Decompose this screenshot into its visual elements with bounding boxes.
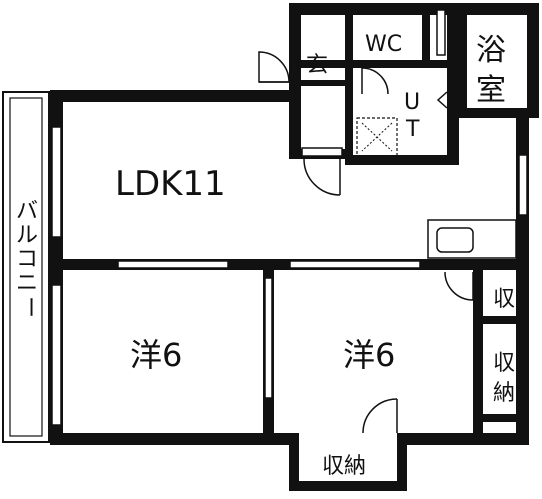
room-label-bath-1: 浴 (476, 33, 506, 68)
svg-text:ル: ル (16, 223, 38, 248)
room-label-utility-u: U (404, 90, 420, 115)
room-label-wc: WC (365, 32, 402, 57)
kitchen-counter (427, 219, 517, 259)
svg-text:バ: バ (16, 199, 38, 224)
balcony (2, 91, 50, 443)
room-label-western-left: 洋6 (130, 336, 182, 374)
room-label-entrance: 玄 (306, 53, 328, 78)
doors (258, 51, 474, 434)
room-label-storage-bottom: 収納 (322, 454, 366, 479)
windows (51, 9, 528, 426)
interior-walls (63, 15, 529, 435)
svg-text:ニ: ニ (16, 271, 38, 296)
balcony-label: バ ル コ ニ ー (16, 199, 42, 318)
utility-arrow-icon (436, 91, 448, 109)
room-label-storage-right-2: 納 (493, 381, 515, 406)
room-label-ldk: LDK11 (115, 164, 226, 204)
room-label-utility-t: T (405, 117, 420, 142)
washing-machine-space (356, 117, 398, 157)
svg-text:ー: ー (17, 296, 42, 318)
svg-text:コ: コ (16, 247, 38, 272)
room-label-storage-small: 収 (493, 287, 515, 312)
room-label-bath-2: 室 (476, 73, 506, 108)
room-label-storage-right-1: 収 (493, 351, 515, 376)
room-label-western-right: 洋6 (343, 336, 395, 374)
